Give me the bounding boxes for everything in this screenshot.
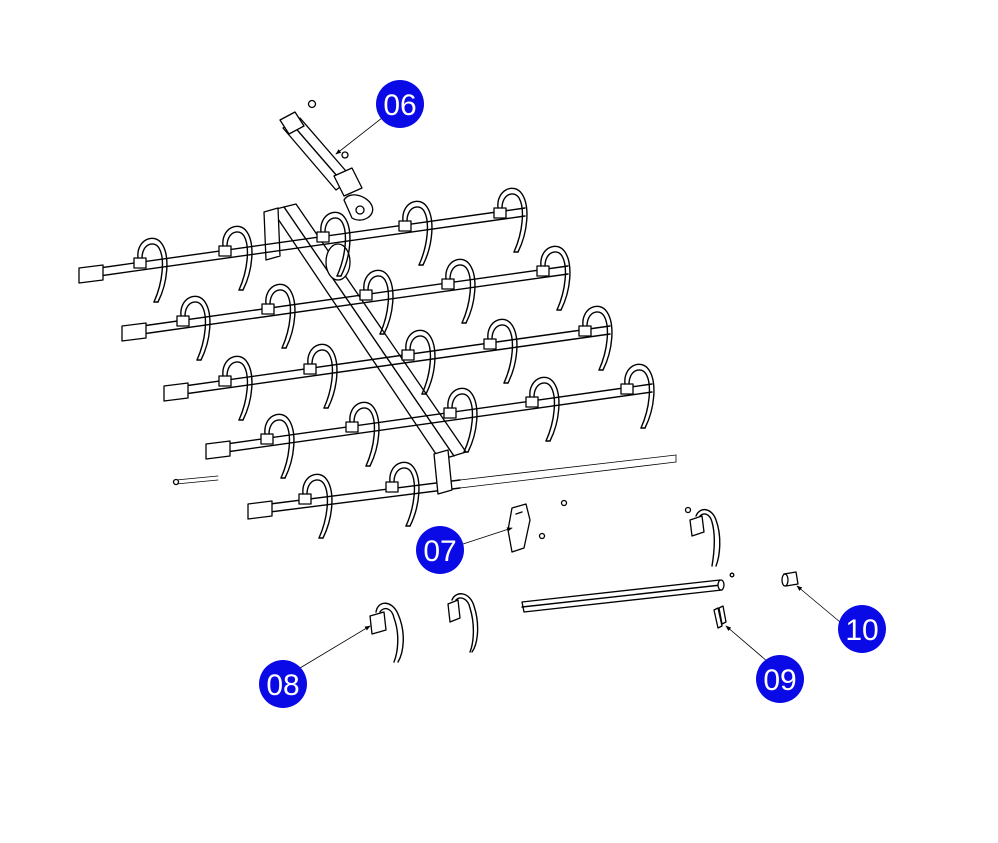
spring-tine-small (447, 593, 479, 653)
callout-07-circle (416, 526, 464, 574)
bracket-part (507, 499, 568, 553)
callout-08-circle (259, 660, 307, 708)
small-pin (172, 475, 219, 486)
tine-shaft (521, 572, 735, 613)
callout-06: 06 (376, 80, 424, 128)
callout-06-circle (376, 80, 424, 128)
spring-tine-right (684, 506, 721, 567)
long-rod (459, 454, 677, 489)
callout-06-label: 06 (383, 89, 416, 122)
callout-09-circle (756, 655, 804, 703)
callout-07: 07 (416, 526, 464, 574)
callout-08-label: 08 (266, 669, 299, 702)
callout-10-circle (838, 605, 886, 653)
callout-10: 10 (838, 605, 886, 653)
clip-part (713, 605, 727, 629)
bushing-part (781, 571, 799, 587)
callout-09-label: 09 (763, 664, 796, 697)
spring-tine-large (369, 602, 404, 663)
main-beam (263, 203, 467, 461)
callout-10-label: 10 (845, 614, 878, 647)
hydraulic-cylinder (279, 99, 374, 221)
callout-07-label: 07 (423, 535, 456, 568)
leader-lines (299, 117, 841, 669)
callout-08: 08 (259, 660, 307, 708)
tine-bar-5 (247, 449, 461, 539)
callout-09: 09 (756, 655, 804, 703)
